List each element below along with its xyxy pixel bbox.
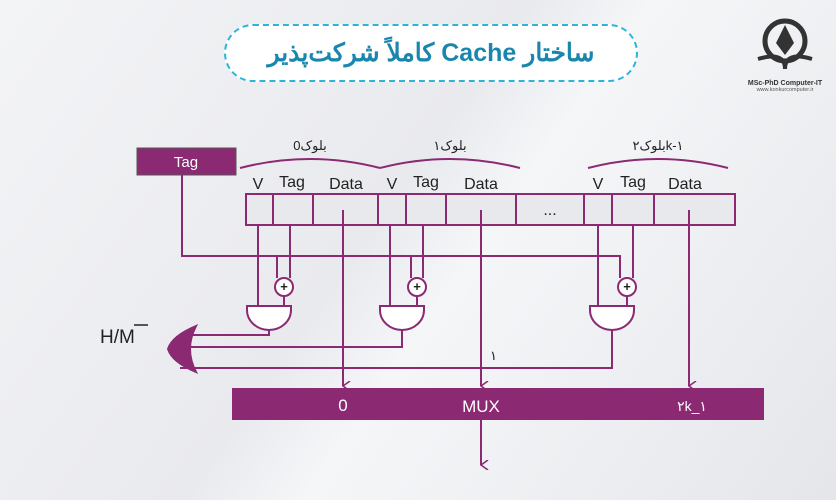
block1-brace bbox=[379, 158, 521, 169]
xor-symbol: + bbox=[280, 279, 288, 294]
mux-box bbox=[232, 388, 764, 420]
tag-box-label: Tag bbox=[174, 154, 198, 171]
block-last-brace bbox=[587, 158, 729, 169]
and-gate-0 bbox=[246, 305, 292, 331]
block-label: بلوک0 bbox=[293, 138, 327, 154]
block0-brace bbox=[239, 158, 381, 169]
page-title: ساختار Cache کاملاً شرکت‌پذیر bbox=[224, 24, 638, 82]
logo-line1: MSc-PhD Computer-IT bbox=[747, 80, 823, 87]
or-gate bbox=[166, 324, 199, 374]
and-gate-1 bbox=[379, 305, 425, 331]
field-label: Tag bbox=[279, 174, 305, 191]
field-label: Data bbox=[668, 176, 702, 193]
tag-bus bbox=[181, 175, 621, 278]
mux-input0: 0 bbox=[338, 396, 347, 415]
field-label: Data bbox=[464, 176, 498, 193]
mux-input-last: ۲k_۱ bbox=[677, 398, 707, 414]
pen-book-logo-icon bbox=[757, 18, 813, 70]
ellipsis: ... bbox=[543, 202, 556, 219]
cache-row bbox=[245, 193, 736, 226]
xor-symbol: + bbox=[623, 279, 631, 294]
logo-line2: www.konkurcomputer.ir bbox=[756, 87, 814, 93]
field-label: Tag bbox=[620, 174, 646, 191]
field-label: V bbox=[593, 176, 604, 193]
field-label: V bbox=[387, 176, 398, 193]
hit-miss-label: H/M bbox=[100, 327, 135, 348]
block-label: بلوک۲k-۱ bbox=[632, 138, 683, 154]
tag-box bbox=[136, 147, 237, 176]
line-label: ۱ bbox=[490, 348, 497, 363]
mux-label: MUX bbox=[462, 397, 500, 416]
block-label: بلوک۱ bbox=[433, 138, 466, 154]
field-label: Data bbox=[329, 176, 363, 193]
field-label: Tag bbox=[413, 174, 439, 191]
xor-symbol: + bbox=[413, 279, 421, 294]
logo: MSc-PhD Computer-IT www.konkurcomputer.i… bbox=[740, 15, 830, 93]
field-label: V bbox=[253, 176, 264, 193]
and-gate-last bbox=[589, 305, 635, 331]
